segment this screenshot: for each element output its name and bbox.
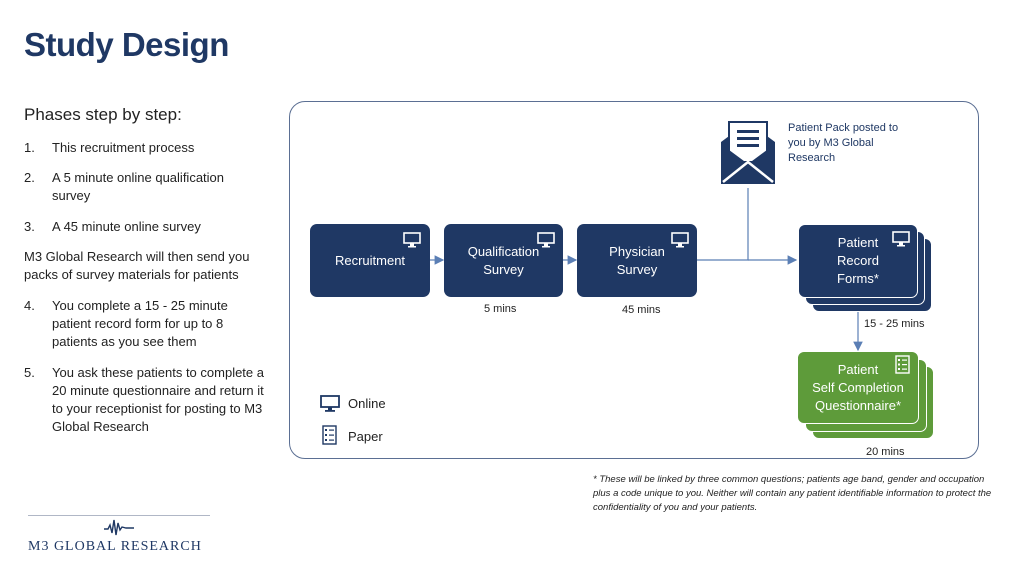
step-3: 3. A 45 minute online survey (24, 218, 274, 238)
step-number: 5. (24, 365, 35, 380)
logo-wave-icon (104, 519, 134, 536)
step-text: You complete a 15 - 25 minute patient re… (52, 298, 228, 349)
recruitment-label: Recruitment (334, 252, 406, 268)
monitor-icon (537, 232, 555, 248)
mail-caption: Patient Pack posted to you by M3 Global … (788, 122, 899, 164)
steps-heading: Phases step by step: (24, 105, 182, 124)
logo-text: M3 GLOBAL RESEARCH (28, 539, 202, 554)
self-completion-node: Patient Self Completion Questionnaire* (797, 351, 919, 424)
step-number: 1. (24, 140, 35, 155)
qualification-label: Qualification Survey (467, 243, 540, 277)
qualification-node: Qualification Survey (444, 224, 563, 297)
logo-divider (28, 515, 210, 516)
diagram-frame (289, 101, 979, 459)
envelope-icon (721, 121, 775, 184)
step-number: 3. (24, 219, 35, 234)
step-text: A 45 minute online survey (52, 219, 201, 234)
step-text: A 5 minute online qualification survey (52, 170, 225, 203)
connector-physician-mail (697, 188, 749, 261)
step-5: 5. You ask these patients to complete a … (24, 364, 274, 438)
online-legend-label: Online (348, 396, 386, 411)
m3-note: M3 Global Research will then send you pa… (24, 249, 250, 282)
step-number: 2. (24, 170, 35, 185)
self-completion-label: Patient Self Completion Questionnaire* (812, 361, 904, 413)
physician-duration: 45 mins (622, 304, 661, 316)
patient-record-duration: 15 - 25 mins (864, 318, 925, 330)
patient-record-label: Patient Record Forms* (837, 235, 879, 286)
paper-legend-label: Paper (348, 429, 383, 444)
step-2: 2. A 5 minute online qualification surve… (24, 169, 274, 209)
step-1: 1. This recruitment process (24, 139, 274, 159)
monitor-icon (403, 232, 421, 248)
step-text: This recruitment process (52, 140, 195, 155)
qualification-duration: 5 mins (484, 303, 517, 315)
online-legend-icon (320, 395, 340, 412)
self-completion-duration: 20 mins (866, 446, 905, 458)
step-4: 4. You complete a 15 - 25 minute patient… (24, 297, 274, 353)
checklist-icon (895, 355, 910, 374)
step-number: 4. (24, 298, 35, 313)
page-title: Study Design (24, 26, 229, 63)
footnote: * These will be linked by three common q… (593, 474, 992, 513)
physician-node: Physician Survey (577, 224, 697, 297)
step-text: You ask these patients to complete a 20 … (52, 365, 264, 434)
paper-legend-icon (322, 425, 337, 445)
recruitment-node: Recruitment (310, 224, 430, 297)
patient-record-node: Patient Record Forms* (798, 224, 918, 298)
monitor-icon (892, 231, 910, 247)
monitor-icon (671, 232, 689, 248)
physician-label: Physician Survey (609, 243, 665, 277)
